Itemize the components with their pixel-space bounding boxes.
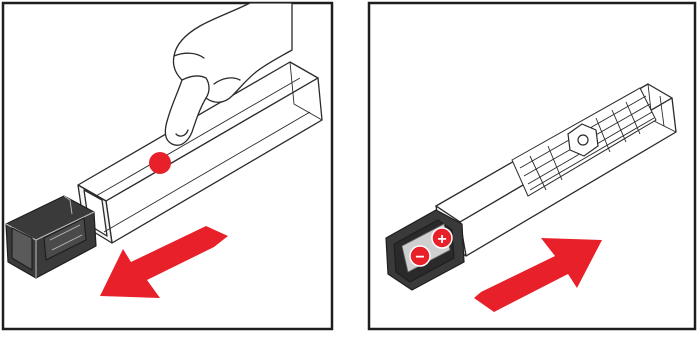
left-panel — [3, 3, 332, 329]
right-panel: − + — [369, 3, 695, 329]
negative-sign: − — [415, 249, 424, 266]
press-point-icon — [149, 152, 171, 174]
positive-sign: + — [437, 231, 446, 248]
